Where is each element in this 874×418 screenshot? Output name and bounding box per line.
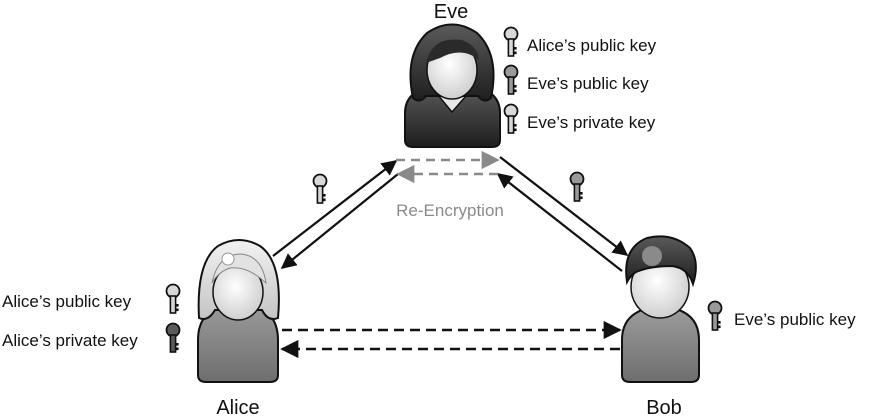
eve-name: Eve [434, 1, 468, 23]
key-icon [503, 64, 519, 95]
alice-avatar [197, 239, 280, 383]
eve-key-list: Alice’s public key Eve’s public key Eve’… [503, 26, 657, 134]
reencryption-label: Re-Encryption [396, 201, 504, 220]
key-icon [707, 300, 723, 331]
eve-to-bob-arrow [499, 156, 629, 256]
alice-key-list: Alice’s public key Alice’s private key [2, 283, 181, 353]
bob-name: Bob [646, 397, 682, 418]
alice-name: Alice [216, 397, 259, 418]
eve-key-label: Alice’s public key [527, 36, 657, 55]
key-icon [165, 322, 181, 353]
key-icon [503, 103, 519, 134]
alice-key-label: Alice’s public key [2, 292, 132, 311]
key-icon [312, 173, 328, 204]
key-icon [165, 283, 181, 314]
bob-avatar [621, 235, 700, 383]
alice-to-eve-arrow [272, 160, 398, 257]
eve-avatar [404, 23, 501, 148]
key-icon [569, 171, 585, 202]
eve-to-alice-arrow [280, 173, 399, 269]
key-icon [503, 26, 519, 57]
bob-key-list: Eve’s public key [707, 300, 856, 331]
alice-key-label: Alice’s private key [2, 331, 138, 350]
eve-key-label: Eve’s private key [527, 113, 656, 132]
bob-to-eve-arrow [496, 173, 623, 272]
eve-key-label: Eve’s public key [527, 74, 649, 93]
bob-key-label: Eve’s public key [734, 310, 856, 329]
